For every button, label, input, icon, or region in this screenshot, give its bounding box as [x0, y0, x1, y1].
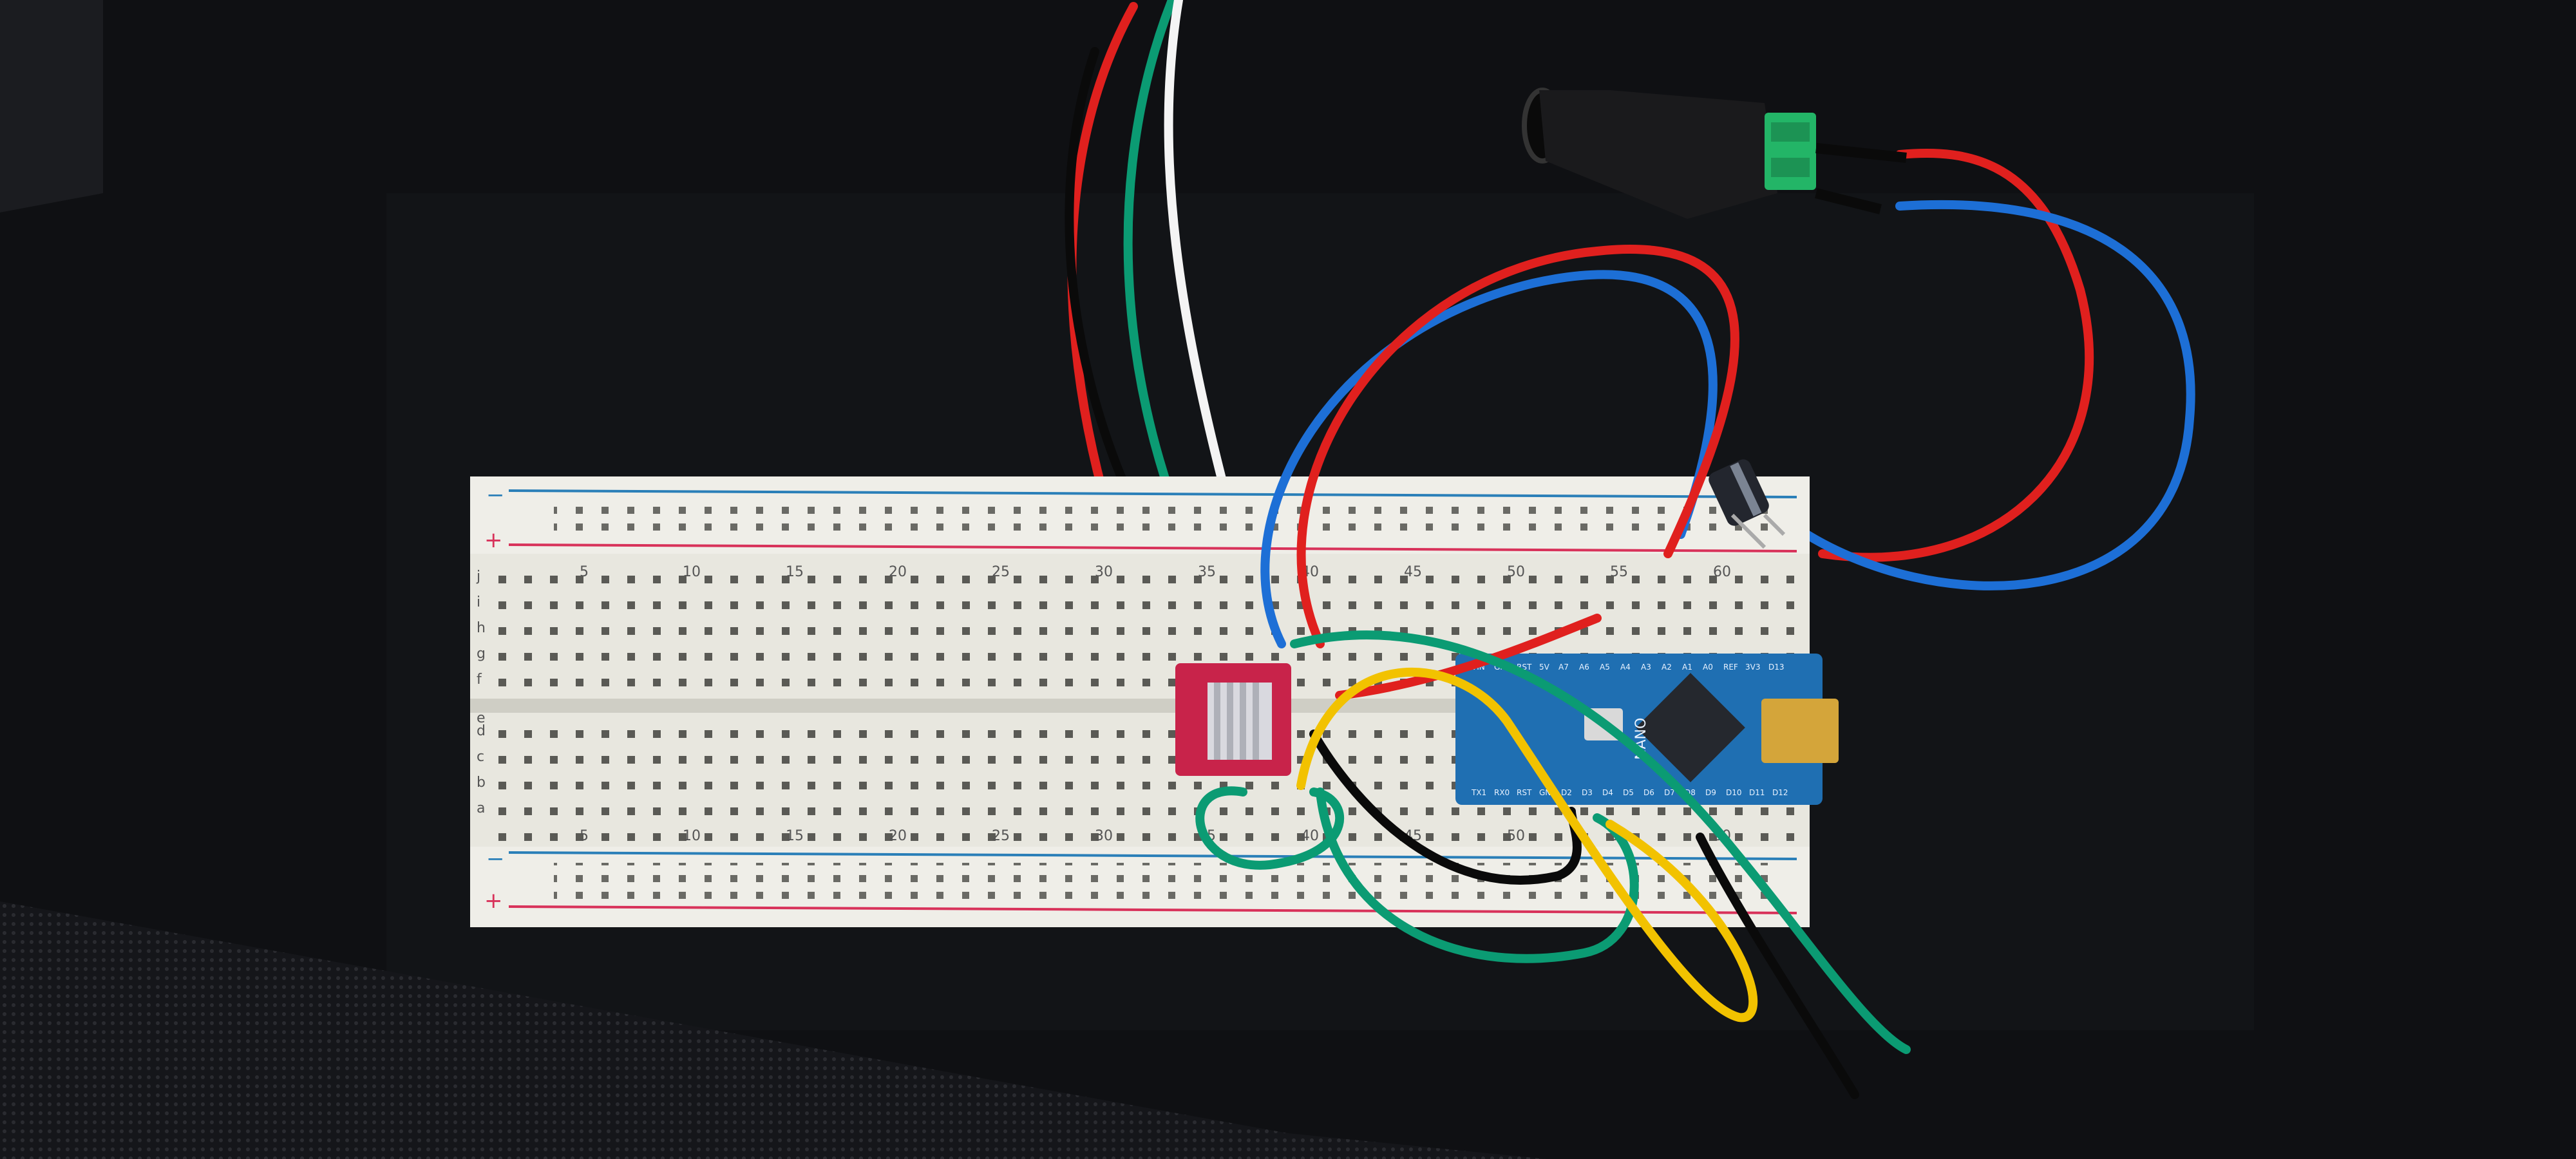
row-letter: d: [477, 723, 486, 739]
barrel-body: [1539, 90, 1777, 219]
row-letter: b: [477, 775, 486, 791]
nano-pin-label: RX0: [1494, 788, 1510, 797]
row-letter: c: [477, 749, 484, 765]
wire-black-nano: [1309, 730, 1582, 885]
nano-pin-label: D2: [1561, 788, 1572, 797]
column-number: 50: [1507, 828, 1525, 844]
column-number: 20: [889, 828, 907, 844]
wires-front: [1195, 245, 1911, 1099]
nano-pin-label: A2: [1662, 663, 1672, 672]
column-number: 25: [992, 828, 1010, 844]
row-letter: e: [477, 710, 486, 726]
bottom-rail-plus-sign: +: [484, 888, 503, 914]
nano-pin-label: D11: [1749, 788, 1765, 797]
column-number: 15: [786, 564, 804, 580]
bottom-rail-blue-line: [508, 851, 1797, 860]
column-number: 50: [1507, 564, 1525, 580]
top-rail-minus-sign: −: [486, 482, 505, 508]
wire-yellow-loop: [1296, 667, 1758, 1022]
wire-red-power: [1818, 148, 2094, 562]
column-number: 15: [786, 828, 804, 844]
column-number: 30: [1095, 564, 1113, 580]
nano-pin-label: A1: [1682, 663, 1692, 672]
wire-green-loop-left: [1195, 786, 1345, 870]
wire-red-loop: [1296, 245, 1739, 648]
bottom-rail-red-line: [508, 905, 1797, 914]
row-letters-top: f g h i j: [476, 569, 486, 688]
wire-red-short: [1335, 614, 1602, 700]
electrolytic-capacitor: [1709, 459, 1786, 549]
wire-black-right: [1696, 833, 1859, 1099]
nano-pin-label: A4: [1620, 663, 1631, 672]
nano-pin-label: TX1: [1471, 788, 1486, 797]
nano-pin-label: D13: [1768, 663, 1785, 672]
top-rail-red-line: [508, 543, 1797, 552]
top-rail-blue-line: [508, 489, 1797, 498]
column-number: 40: [1301, 828, 1319, 844]
nano-pin-label: RST: [1517, 788, 1532, 797]
bottom-rail-minus-sign: −: [486, 846, 505, 872]
nano-pin-label: A0: [1703, 663, 1713, 672]
column-number: 60: [1713, 564, 1731, 580]
row-letter: h: [477, 620, 486, 636]
nano-pin-label: REF: [1723, 663, 1738, 672]
column-number: 25: [992, 564, 1010, 580]
nano-pin-label: D3: [1582, 788, 1593, 797]
nano-bottom-pin-labels: TX1 RX0 RST GND D2 D3 D4 D5 D6 D7 D8 D9 …: [1471, 788, 1788, 797]
top-rail-plus-sign: +: [484, 527, 503, 553]
nano-pin-label: D6: [1643, 788, 1654, 797]
nano-pin-label: D4: [1602, 788, 1613, 797]
nano-pin-label: A7: [1558, 663, 1569, 672]
column-number: 10: [683, 564, 701, 580]
nano-pin-label: D7: [1664, 788, 1675, 797]
column-number: 55: [1610, 564, 1628, 580]
wire-green-long: [1316, 787, 1639, 963]
column-number: 30: [1095, 828, 1113, 844]
row-letter: f: [477, 672, 482, 688]
row-letter: a: [477, 800, 485, 816]
row-letter: i: [477, 594, 480, 610]
left-device-corner: [0, 0, 103, 212]
row-letters-bottom: a b c d e: [477, 710, 486, 816]
nano-pin-label: D12: [1772, 788, 1788, 797]
wire-blue-power: [1792, 200, 2195, 590]
column-number: 20: [889, 564, 907, 580]
row-letter: g: [477, 646, 486, 662]
nano-pin-label: A3: [1641, 663, 1651, 672]
nano-pin-label: 5V: [1539, 663, 1550, 672]
nano-pin-label: A6: [1579, 663, 1589, 672]
dc-barrel-jack: [1522, 88, 1907, 219]
nano-pin-label: D9: [1705, 788, 1716, 797]
foreground-mesh-edge: [0, 901, 1546, 1159]
mini-usb-port: [1761, 699, 1839, 763]
row-letter: j: [476, 569, 480, 585]
column-number: 5: [580, 828, 589, 844]
nano-pin-label: D5: [1623, 788, 1634, 797]
column-number: 5: [580, 564, 589, 580]
column-number: 10: [683, 828, 701, 844]
wire-blue-loop: [1260, 270, 1718, 648]
nano-pin-label: D10: [1726, 788, 1742, 797]
stepper-driver-module: [1175, 663, 1291, 776]
wire-green-right: [1290, 630, 1911, 1054]
column-number: 45: [1404, 564, 1422, 580]
nano-pin-label: A5: [1600, 663, 1610, 672]
nano-pin-label: 3V3: [1745, 663, 1760, 672]
column-number: 35: [1198, 564, 1216, 580]
